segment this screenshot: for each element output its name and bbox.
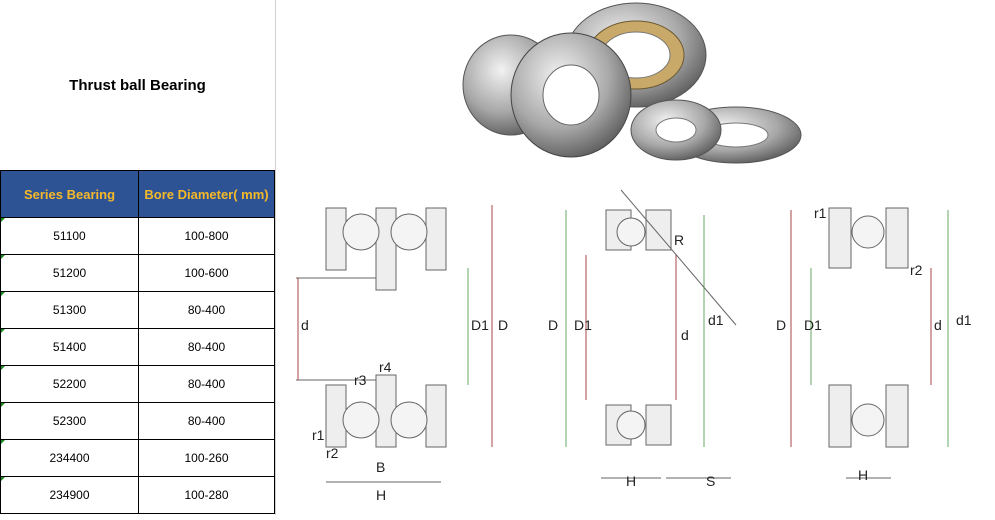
cell-text: 51100 <box>53 229 86 243</box>
diagram-label: d <box>301 317 309 333</box>
diagram-label: r2 <box>910 262 923 278</box>
diagram-label: H <box>376 487 386 503</box>
diagram-label: D <box>498 317 508 333</box>
page-title: Thrust ball Bearing <box>69 76 206 94</box>
bearing-photo <box>462 2 802 164</box>
cell-comment-marker <box>1 366 5 370</box>
bore-diameter-cell[interactable]: 80-400 <box>138 365 275 403</box>
table-row: 234900 100-280 <box>0 476 275 514</box>
bearing-table: Series Bearing Bore Diameter( mm) 51100 1… <box>0 170 275 514</box>
cell-comment-marker <box>1 329 5 333</box>
cell-comment-marker <box>1 477 5 481</box>
table-header-row: Series Bearing Bore Diameter( mm) <box>0 170 275 218</box>
diagram-label: B <box>376 459 385 475</box>
diagram-label: D1 <box>804 317 822 333</box>
table-row: 52200 80-400 <box>0 365 275 403</box>
diagram-label: d <box>681 327 689 343</box>
cell-comment-marker <box>1 255 5 259</box>
diagram-label: d1 <box>708 312 724 328</box>
cell-comment-marker <box>1 292 5 296</box>
table-row: 51200 100-600 <box>0 254 275 292</box>
diagram-label: D <box>548 317 558 333</box>
cell-text: 100-600 <box>184 266 229 280</box>
diagram-label: H <box>858 467 868 483</box>
cell-text: 51200 <box>52 266 87 280</box>
diagram-label: r1 <box>312 427 325 443</box>
title-cell: Thrust ball Bearing <box>0 0 276 171</box>
table-row: 51100 100-800 <box>0 217 275 255</box>
cell-text: 80-400 <box>187 377 226 391</box>
bore-diameter-cell[interactable]: 80-400 <box>138 328 275 366</box>
bore-diameter-cell[interactable]: 100-260 <box>138 439 275 477</box>
diagram-label: r1 <box>814 205 827 221</box>
diagram-label: r4 <box>379 359 392 375</box>
series-cell[interactable]: 51400 <box>0 328 139 366</box>
diagram-label: D1 <box>574 317 592 333</box>
series-cell[interactable]: 234900 <box>0 476 139 514</box>
diagram-label: r3 <box>354 372 367 388</box>
bore-diameter-cell[interactable]: 100-280 <box>138 476 275 514</box>
cell-text: 234400 <box>49 451 90 465</box>
series-cell[interactable]: 51300 <box>0 291 139 329</box>
header-bore: Bore Diameter( mm) <box>138 170 275 218</box>
cell-text: 52300 <box>52 414 87 428</box>
series-cell[interactable]: 51200 <box>0 254 139 292</box>
diagram-label: R <box>674 232 684 248</box>
cell-text: 52200 <box>52 377 87 391</box>
table-row: 52300 80-400 <box>0 402 275 440</box>
cell-text: 80-400 <box>187 414 226 428</box>
header-series: Series Bearing <box>0 170 139 218</box>
table-row: 51300 80-400 <box>0 291 275 329</box>
cell-text: 234900 <box>49 488 90 502</box>
bore-diameter-cell[interactable]: 80-400 <box>138 402 275 440</box>
series-cell[interactable]: 52300 <box>0 402 139 440</box>
series-cell[interactable]: 52200 <box>0 365 139 403</box>
series-cell[interactable]: 51100 <box>0 217 139 255</box>
cell-text: 80-400 <box>187 303 226 317</box>
bore-diameter-cell[interactable]: 80-400 <box>138 291 275 329</box>
cell-comment-marker <box>1 440 5 444</box>
table-row: 51400 80-400 <box>0 328 275 366</box>
cell-comment-marker <box>1 403 5 407</box>
bore-diameter-cell[interactable]: 100-600 <box>138 254 275 292</box>
diagram-label: d <box>934 317 942 333</box>
cell-text: 100-800 <box>184 229 229 243</box>
diagram-left <box>296 205 493 483</box>
bore-diameter-cell[interactable]: 100-800 <box>138 217 275 255</box>
cell-text: 100-280 <box>184 488 229 502</box>
diagram-label: H <box>626 473 636 489</box>
table-row: 234400 100-260 <box>0 439 275 477</box>
diagram-right <box>790 207 949 479</box>
diagram-label: d1 <box>956 312 972 328</box>
diagram-label: D <box>776 317 786 333</box>
cell-text: 100-260 <box>184 451 229 465</box>
diagram-middle <box>565 189 737 479</box>
diagram-label: r2 <box>326 445 339 461</box>
cell-text: 51400 <box>52 340 87 354</box>
diagram-label: S <box>706 473 715 489</box>
series-cell[interactable]: 234400 <box>0 439 139 477</box>
cell-comment-marker <box>1 218 5 222</box>
diagram-label: D1 <box>471 317 489 333</box>
cell-text: 51300 <box>52 303 87 317</box>
cell-text: 80-400 <box>187 340 226 354</box>
